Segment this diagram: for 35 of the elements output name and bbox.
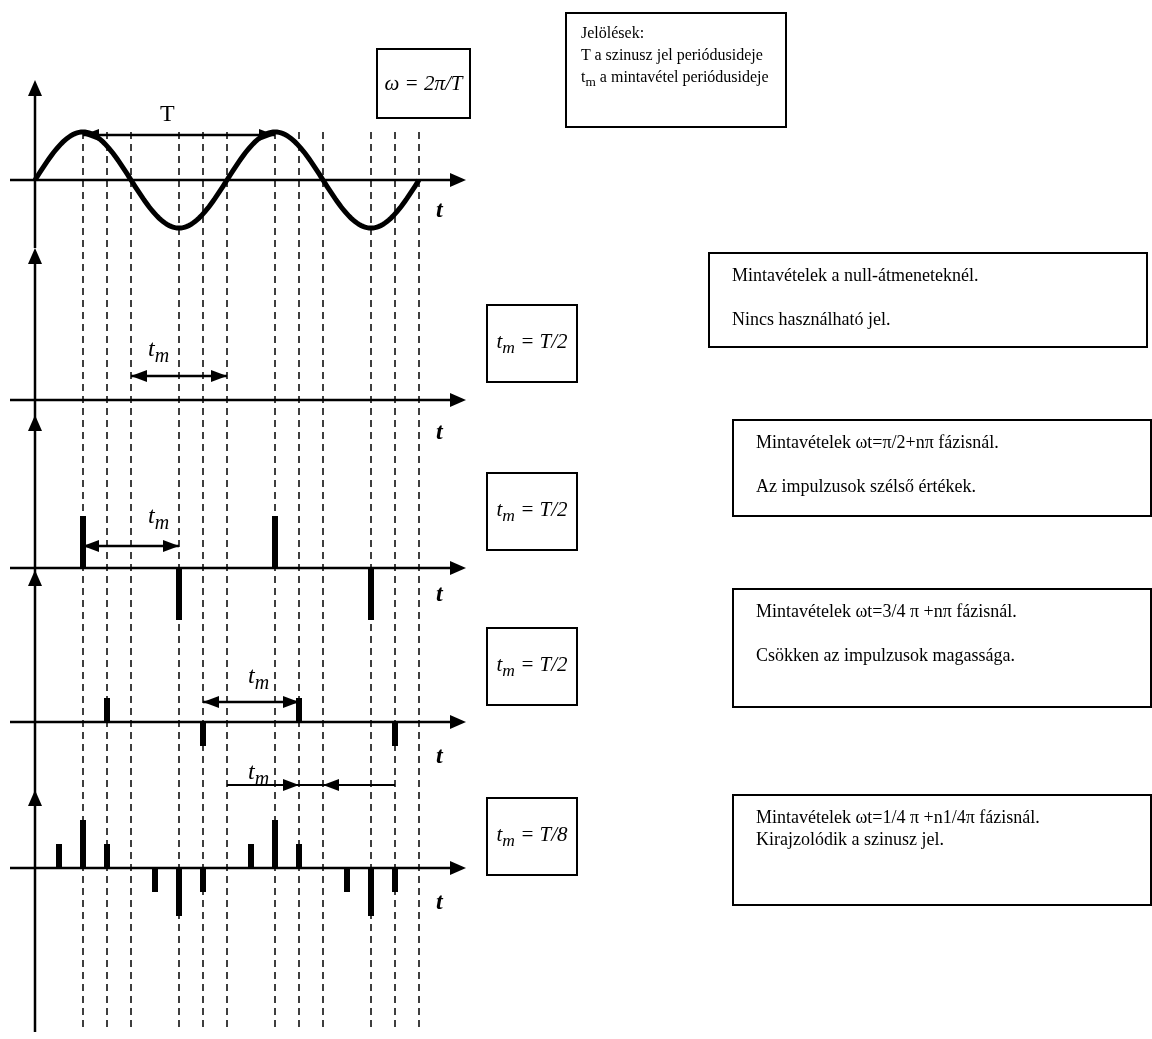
note-text: Jelölések: bbox=[581, 23, 646, 43]
formula-box bbox=[486, 304, 578, 383]
note-text: Mintavételek ωt=3/4 π +nπ fázisnál. bbox=[756, 600, 1018, 622]
note-text: Mintavételek ωt=π/2+nπ fázisnál. bbox=[756, 431, 1000, 453]
note-box bbox=[708, 252, 1148, 348]
axis-label: t bbox=[436, 196, 443, 222]
note-box bbox=[732, 588, 1152, 708]
formula: t$_{m}$ = T/2 bbox=[496, 328, 568, 359]
period-label: T bbox=[160, 100, 175, 126]
note-box bbox=[732, 419, 1152, 517]
note-text: T a szinusz jel periódusideje bbox=[581, 45, 764, 66]
note-box bbox=[732, 794, 1152, 906]
dimension-label: t$_{m}$ bbox=[148, 335, 170, 368]
note-text: Nincs használható jel. bbox=[732, 308, 892, 330]
note-text: Mintavételek ωt=1/4 π +n1/4π fázisnál. bbox=[756, 806, 1041, 828]
axis-label: t bbox=[436, 888, 443, 914]
formula-box bbox=[486, 472, 578, 551]
formula: t$_{m}$ = T/2 bbox=[496, 496, 568, 527]
formula-box bbox=[376, 48, 471, 119]
axis-label: t bbox=[436, 742, 443, 768]
note-text: Kirajzolódik a szinusz jel. bbox=[756, 828, 945, 850]
note-text: Mintavételek a null-átmeneteknél. bbox=[732, 264, 980, 286]
axis-label: t bbox=[436, 418, 443, 444]
formula-box bbox=[486, 797, 578, 876]
note-text: t$_{m}$ a mintavétel periódusideje bbox=[581, 67, 770, 92]
formula: ω = 2π/T bbox=[384, 71, 463, 96]
formula: t$_{m}$ = T/2 bbox=[496, 651, 568, 682]
formula-box bbox=[486, 627, 578, 706]
note-text: Az impulzusok szélső értékek. bbox=[756, 475, 977, 497]
formula: t$_{m}$ = T/8 bbox=[496, 821, 568, 852]
dimension-label: t$_{m}$ bbox=[148, 502, 170, 535]
note-box bbox=[565, 12, 787, 128]
dimension-label: t$_{m}$ bbox=[248, 662, 270, 695]
note-text: Csökken az impulzusok magassága. bbox=[756, 644, 1016, 666]
axis-label: t bbox=[436, 580, 443, 606]
